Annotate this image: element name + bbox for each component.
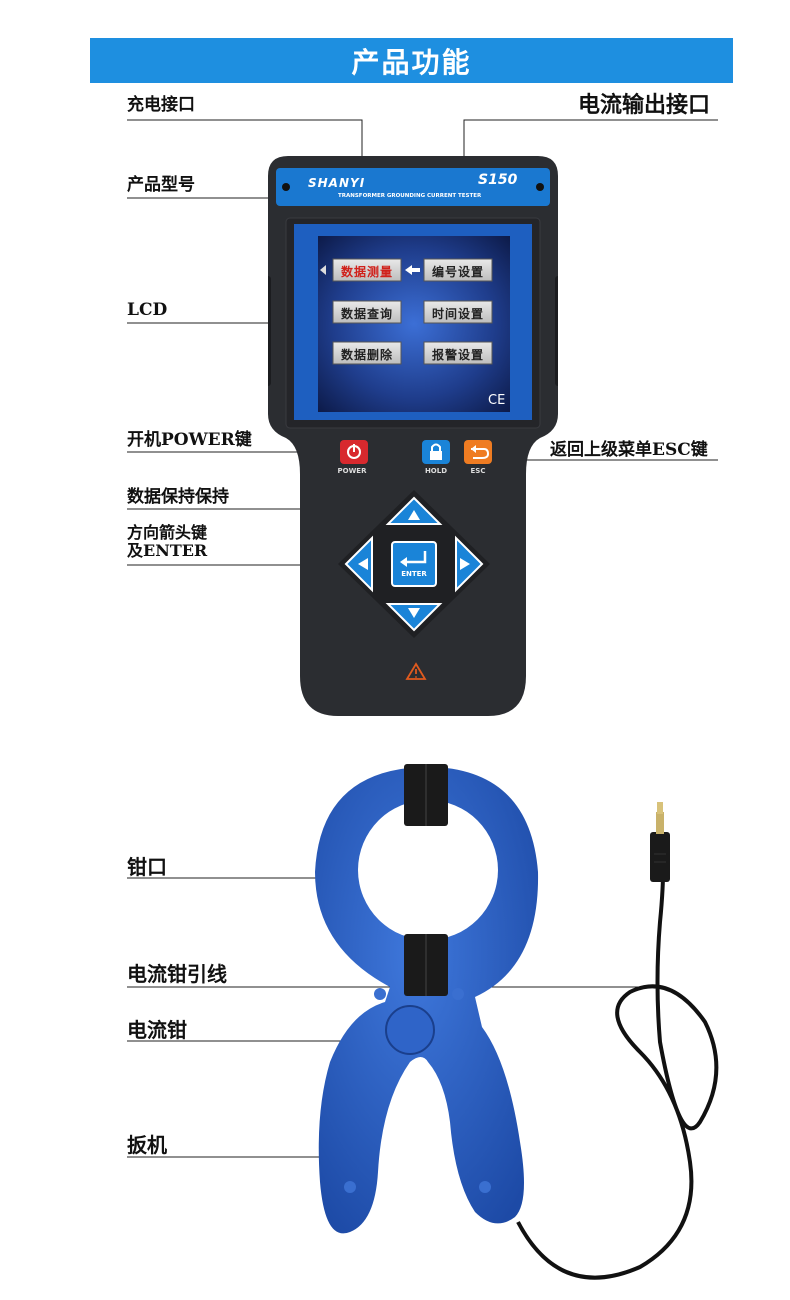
label-current-output-port: 电流输出接口: [578, 92, 711, 118]
enter-key-label: ENTER: [401, 570, 427, 578]
label-lcd: LCD: [127, 300, 168, 320]
label-clamp: 电流钳: [127, 1018, 187, 1042]
product-subtitle: TRANSFORMER GROUNDING CURRENT TESTER: [338, 193, 482, 199]
jaw-opening: [358, 800, 498, 940]
label-arrow-keys-line1: 方向箭头键: [127, 523, 208, 542]
current-clamp: [315, 764, 719, 1280]
menu-item-data-delete[interactable]: 数据删除: [340, 348, 393, 362]
ce-mark: CE: [488, 393, 506, 408]
model-number: S150: [478, 172, 518, 188]
model-plate: [276, 168, 550, 206]
lcd-menu-boxes: [332, 258, 493, 365]
label-trigger: 扳机: [127, 1133, 167, 1157]
leader-line-output-port: [463, 119, 718, 157]
hold-key-label: HOLD: [424, 467, 448, 475]
label-hold-key: 数据保持保持: [127, 487, 229, 507]
label-esc-key: 返回上级菜单ESC键: [550, 440, 708, 460]
clamp-lead-cable: [516, 841, 719, 1280]
warning-triangle-icon: [405, 662, 427, 680]
label-arrow-keys-line2: 及ENTER: [127, 541, 208, 560]
tester-device: [268, 156, 558, 716]
clamp-pivot: [385, 1005, 435, 1055]
label-clamp-lead: 电流钳引线: [127, 962, 227, 986]
menu-item-id-settings[interactable]: 编号设置: [431, 265, 484, 279]
audio-plug: [650, 832, 670, 882]
power-key-label: POWER: [337, 467, 367, 475]
label-jaw: 钳口: [127, 855, 167, 879]
menu-item-data-measure[interactable]: 数据测量: [340, 265, 393, 279]
menu-item-alarm-settings[interactable]: 报警设置: [431, 348, 484, 362]
enter-key: [391, 541, 437, 587]
brand-logo: SHANYI: [308, 176, 366, 190]
section-title-banner: 产品功能: [90, 38, 733, 83]
label-arrow-keys: 方向箭头键 及ENTER: [127, 524, 207, 560]
label-power-key: 开机POWER键: [127, 430, 252, 450]
label-charge-port: 充电接口: [127, 95, 195, 115]
leader-line-charge-port: [127, 119, 363, 157]
label-product-model: 产品型号: [127, 175, 195, 195]
menu-item-time-settings[interactable]: 时间设置: [431, 307, 484, 321]
esc-key-label: ESC: [470, 467, 486, 475]
menu-item-data-query[interactable]: 数据查询: [340, 307, 393, 321]
